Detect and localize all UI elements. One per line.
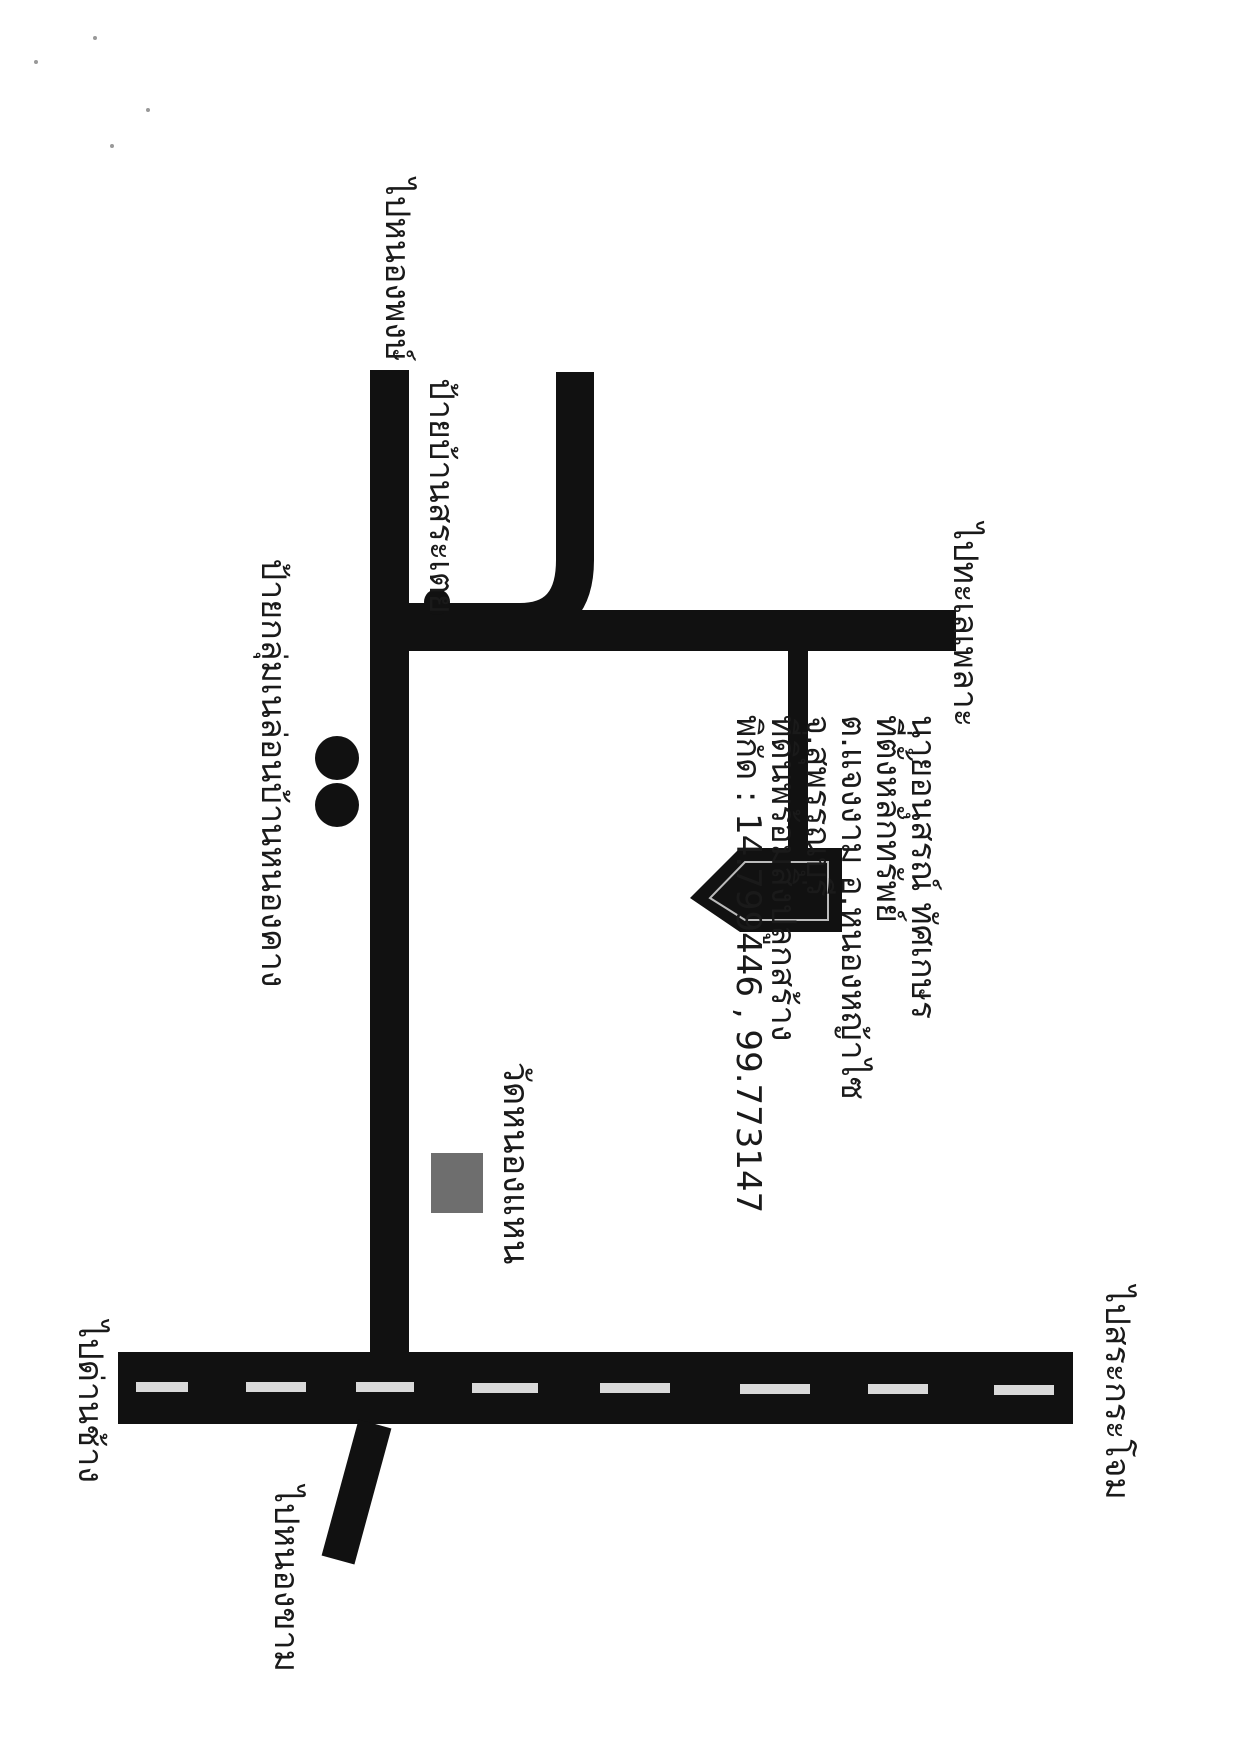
asset-coordinates: พิกัด : 14.799446 , 99.773147 xyxy=(728,715,768,1214)
label-to-dan-chang: ไปด่านช้าง xyxy=(70,1321,110,1483)
label-to-sa-krachom: ไปสระกระโจม xyxy=(1097,1286,1137,1500)
label-to-tha-le-phlao: ไปทะเลเพลาะ xyxy=(945,522,985,728)
sign-group-marker-icon xyxy=(315,736,359,827)
asset-subdistrict-district: ต.แจงงาม อ.หนองหญ้าไซ xyxy=(833,715,873,1100)
label-to-nong-phong: ไปหนองพงษ์ xyxy=(377,178,417,362)
label-wat-nong-waen: วัดหนองแหน xyxy=(495,1061,536,1265)
label-sign-ban-sa-toei: ป้ายบ้านสระเตย xyxy=(421,378,461,614)
owner-name: นายอนุสรณ์ ทัศเกษร xyxy=(903,715,943,1020)
square-marker-icon xyxy=(431,1153,483,1213)
house-pointer-icon xyxy=(690,848,842,932)
scan-specks xyxy=(34,36,150,148)
road-to-tha-le-phlao xyxy=(409,610,956,651)
asset-province: จ.สุพรรณบุรี xyxy=(798,715,838,897)
label-to-nong-kham: ไปหนองขาม xyxy=(266,1485,306,1673)
highway-lane-markings xyxy=(136,1382,1054,1395)
asset-type: ที่ดินพร้อมสิ่งปลูกสร้าง xyxy=(763,715,803,1042)
label-sign-group-ban-nong-khang: ป้ายกลุ่มเนล่อนบ้านหนองคาง xyxy=(253,558,293,988)
dot-marker-icon xyxy=(424,589,450,615)
main-vertical-road xyxy=(370,370,409,1355)
property-access-road xyxy=(788,651,808,851)
asset-location-heading: ที่ตั้งหลักทรัพย์ xyxy=(868,715,908,923)
road-to-nong-kham xyxy=(321,1419,392,1565)
